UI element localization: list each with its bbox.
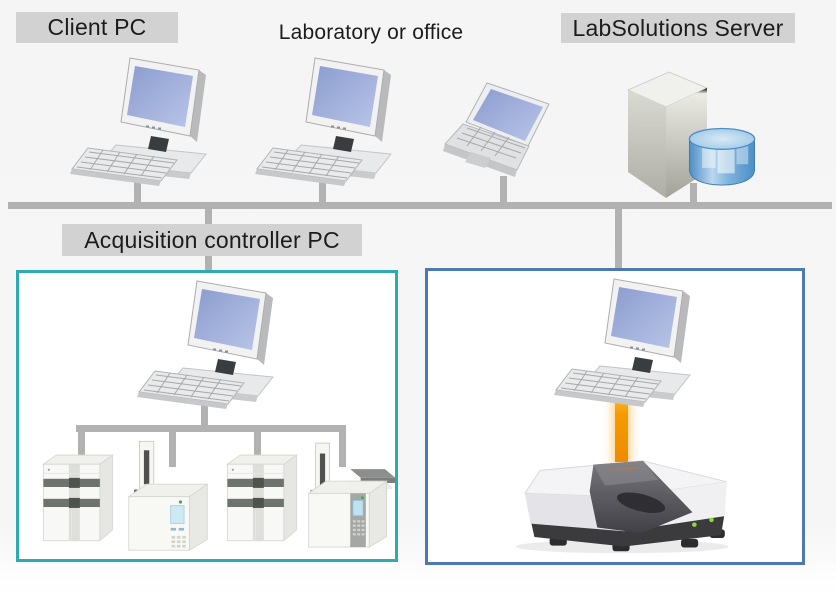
desktop-pc-icon [243,53,403,188]
client-pc-1-link [134,170,141,204]
instrument-drop-4 [339,429,346,467]
acquisition-controller-label: Acquisition controller PC [62,224,362,256]
hplc-system-icon [36,446,120,548]
network-bus-line [8,202,832,209]
labsolutions-server-label: LabSolutions Server [561,13,795,43]
desktop-pc-icon [542,274,702,409]
laboratory-or-office-label: Laboratory or office [278,20,464,44]
gc-system-panel-icon [300,436,397,549]
spectroscopy-zone-link [615,208,622,269]
desktop-pc-icon [58,53,218,188]
instrument-drop-2 [169,429,176,467]
database-cylinder-icon [684,124,760,190]
instrument-bus-line [76,425,346,432]
server-link [690,183,697,204]
client-pc-2-link [319,170,326,204]
controller-pc-link [201,396,208,428]
laptop-link [500,176,507,204]
instrument-drop-1 [78,429,85,467]
gc-system-icon [118,436,218,552]
instrument-connection-orange [615,394,628,462]
ftir-spectrometer-icon [498,438,746,557]
desktop-pc-icon [125,276,285,411]
instrument-drop-3 [254,429,261,467]
client-pc-label: Client PC [16,12,178,43]
hplc-system-icon [220,446,304,548]
laptop-icon [433,80,573,195]
